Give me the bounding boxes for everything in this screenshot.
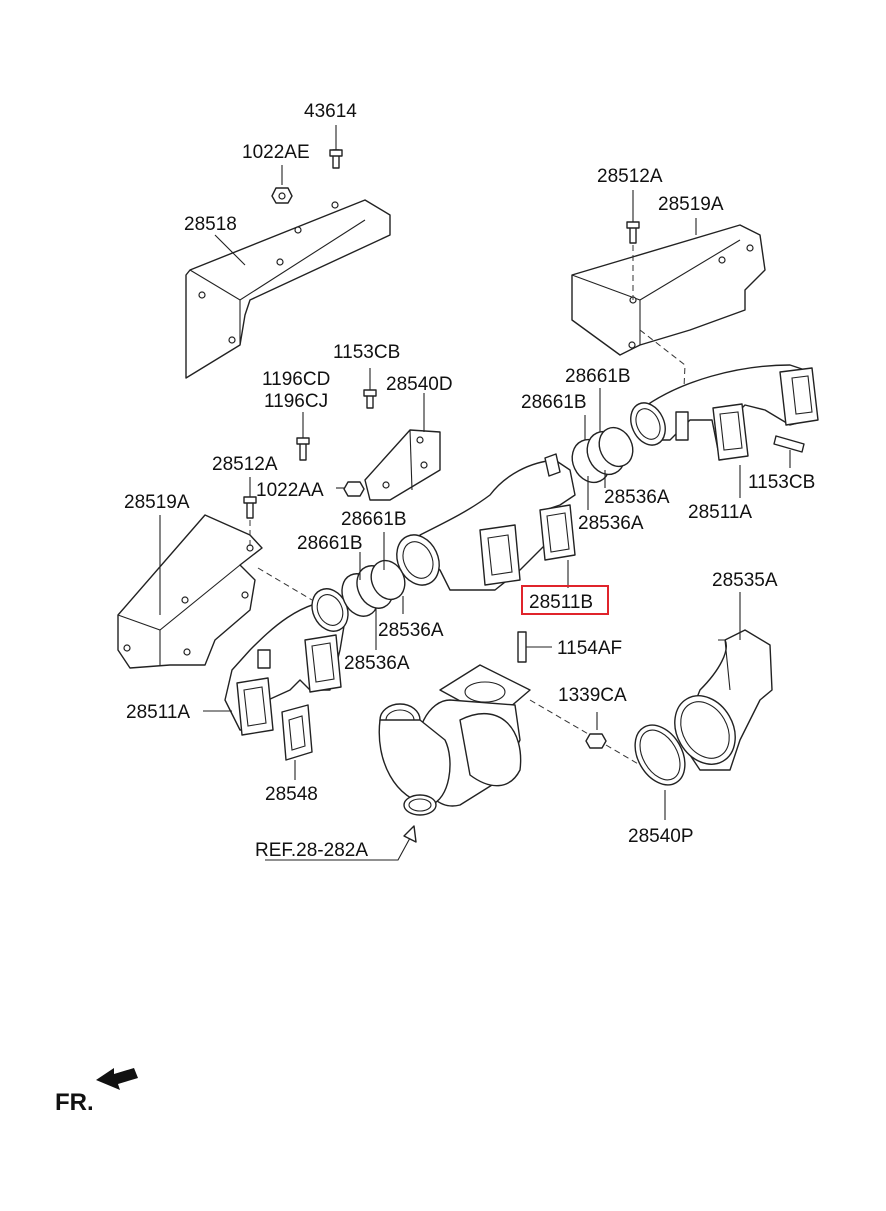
bolt-28512A-top[interactable] — [626, 190, 640, 244]
label-28548[interactable]: 28548 — [265, 784, 318, 805]
bolt-1153CB-top[interactable] — [363, 368, 377, 409]
label-1196CD[interactable]: 1196CD — [262, 369, 330, 390]
stud-1153CB-right[interactable] — [773, 435, 805, 468]
gaskets-right[interactable] — [565, 422, 639, 488]
label-1154AF[interactable]: 1154AF — [557, 638, 622, 659]
exhaust-manifold-28511B-center[interactable] — [389, 453, 576, 592]
front-arrow-icon — [96, 1068, 138, 1090]
exhaust-manifold-28511A-right[interactable] — [624, 364, 819, 461]
label-28535A[interactable]: 28535A — [712, 570, 778, 591]
label-1153CB-top[interactable]: 1153CB — [333, 342, 400, 363]
label-28519A-left[interactable]: 28519A — [124, 492, 190, 513]
label-28536A-right-2[interactable]: 28536A — [578, 513, 644, 534]
label-28661B-left-2[interactable]: 28661B — [297, 533, 363, 554]
label-28536A-left-1[interactable]: 28536A — [378, 620, 444, 641]
label-28536A-right-1[interactable]: 28536A — [604, 487, 670, 508]
highlight-box-28511B — [521, 585, 609, 615]
label-1022AA[interactable]: 1022AA — [256, 480, 324, 501]
label-28536A-left-2[interactable]: 28536A — [344, 653, 410, 674]
label-28511B[interactable]: 28511B — [529, 592, 593, 613]
label-28518[interactable]: 28518 — [184, 214, 237, 235]
label-1339CA[interactable]: 1339CA — [558, 685, 627, 706]
heat-shield-28519A-right[interactable] — [571, 224, 766, 356]
bolt-28512A-left[interactable] — [243, 477, 257, 519]
exhaust-elbow-28535A[interactable] — [663, 629, 773, 775]
gasket-28548[interactable] — [281, 704, 313, 761]
label-1022AE[interactable]: 1022AE — [242, 142, 310, 163]
label-28511A-right[interactable]: 28511A — [688, 502, 752, 523]
label-28661B-right-2[interactable]: 28661B — [521, 392, 587, 413]
label-1153CB-right[interactable]: 1153CB — [748, 472, 815, 493]
label-28661B-right-1[interactable]: 28661B — [565, 366, 631, 387]
label-28540D[interactable]: 28540D — [386, 374, 453, 395]
nut-1022AA[interactable] — [336, 481, 365, 497]
dashed-guide-top-right — [632, 245, 686, 411]
exhaust-manifold-28511A-left[interactable] — [224, 583, 355, 736]
heat-shield-28519A-left[interactable] — [117, 514, 263, 669]
part-labels: 43614 1022AE 28518 28512A 28519A 1153CB … — [124, 101, 815, 861]
label-28512A-top[interactable]: 28512A — [597, 166, 663, 187]
turbocharger[interactable] — [378, 664, 531, 816]
front-direction-indicator: FR. — [55, 1068, 138, 1116]
label-28512A-left[interactable]: 28512A — [212, 454, 278, 475]
dashed-guide-left — [249, 520, 313, 601]
dashed-guide-turbo — [529, 699, 641, 766]
stud-1154AF[interactable] — [517, 631, 552, 663]
heat-shield-28518[interactable] — [185, 199, 391, 379]
gaskets-left[interactable] — [335, 555, 411, 622]
bolt-1196CD-1196CJ[interactable] — [296, 412, 310, 461]
front-label: FR. — [55, 1089, 94, 1116]
label-ref-28-282A[interactable]: REF.28-282A — [255, 840, 368, 861]
label-28540P[interactable]: 28540P — [628, 826, 694, 847]
leader-lines — [159, 218, 741, 861]
nut-1022AE[interactable] — [271, 165, 293, 204]
clamp-28540P[interactable] — [625, 716, 695, 793]
label-28511A-left[interactable]: 28511A — [126, 702, 190, 723]
label-43614[interactable]: 43614 — [304, 101, 357, 122]
bracket-28540D[interactable] — [364, 429, 441, 501]
label-28519A-top[interactable]: 28519A — [658, 194, 724, 215]
nut-1339CA[interactable] — [585, 712, 607, 749]
label-28661B-left-1[interactable]: 28661B — [341, 509, 407, 530]
label-1196CJ[interactable]: 1196CJ — [264, 391, 328, 412]
bolt-43614[interactable] — [329, 125, 343, 169]
